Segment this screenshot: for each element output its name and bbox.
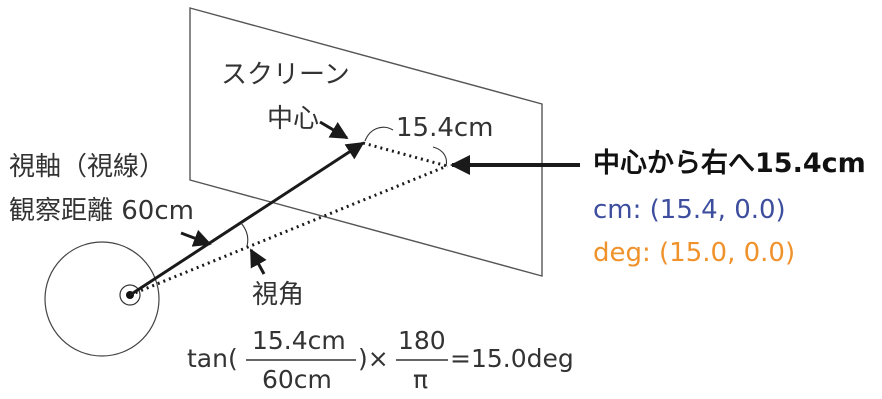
offset-dotted-line xyxy=(362,141,448,168)
eye-circle xyxy=(44,241,160,357)
result-label: 中心から右へ15.4cm xyxy=(593,148,866,179)
viewing-distance-label: 観察距離 60cm xyxy=(9,196,194,226)
angle-pointer-arrow xyxy=(249,248,267,275)
gaze-dotted-line xyxy=(129,164,448,297)
offset-label: 15.4cm xyxy=(396,113,494,143)
formula-numerator-2: 180 xyxy=(398,326,446,355)
deg-coordinate: deg: (15.0, 0.0) xyxy=(593,238,796,268)
formula-result: =15.0deg xyxy=(450,344,574,373)
formula-numerator: 15.4cm xyxy=(252,326,346,355)
visual-angle-label: 視角 xyxy=(252,280,305,310)
screen-label: スクリーン xyxy=(221,60,350,90)
formula-denominator: 60cm xyxy=(262,365,332,394)
distance-pointer-arrow xyxy=(180,229,212,247)
formula-denominator-2: π xyxy=(413,365,429,394)
center-pointer-arrow xyxy=(319,120,349,140)
right-angle-arc-top xyxy=(364,126,394,142)
visual-angle-arc xyxy=(240,222,249,247)
screen-plane xyxy=(189,7,543,277)
right-angle-arc-right xyxy=(432,146,448,167)
visual-axis-label: 視軸（視線） xyxy=(9,152,166,182)
formula-times: )× xyxy=(358,344,389,373)
eye-pupil-ring xyxy=(119,284,141,306)
formula-prefix: tan( xyxy=(187,344,238,373)
cm-coordinate: cm: (15.4, 0.0) xyxy=(593,195,786,225)
center-label: 中心 xyxy=(267,104,320,134)
visual-axis-line xyxy=(129,141,365,297)
